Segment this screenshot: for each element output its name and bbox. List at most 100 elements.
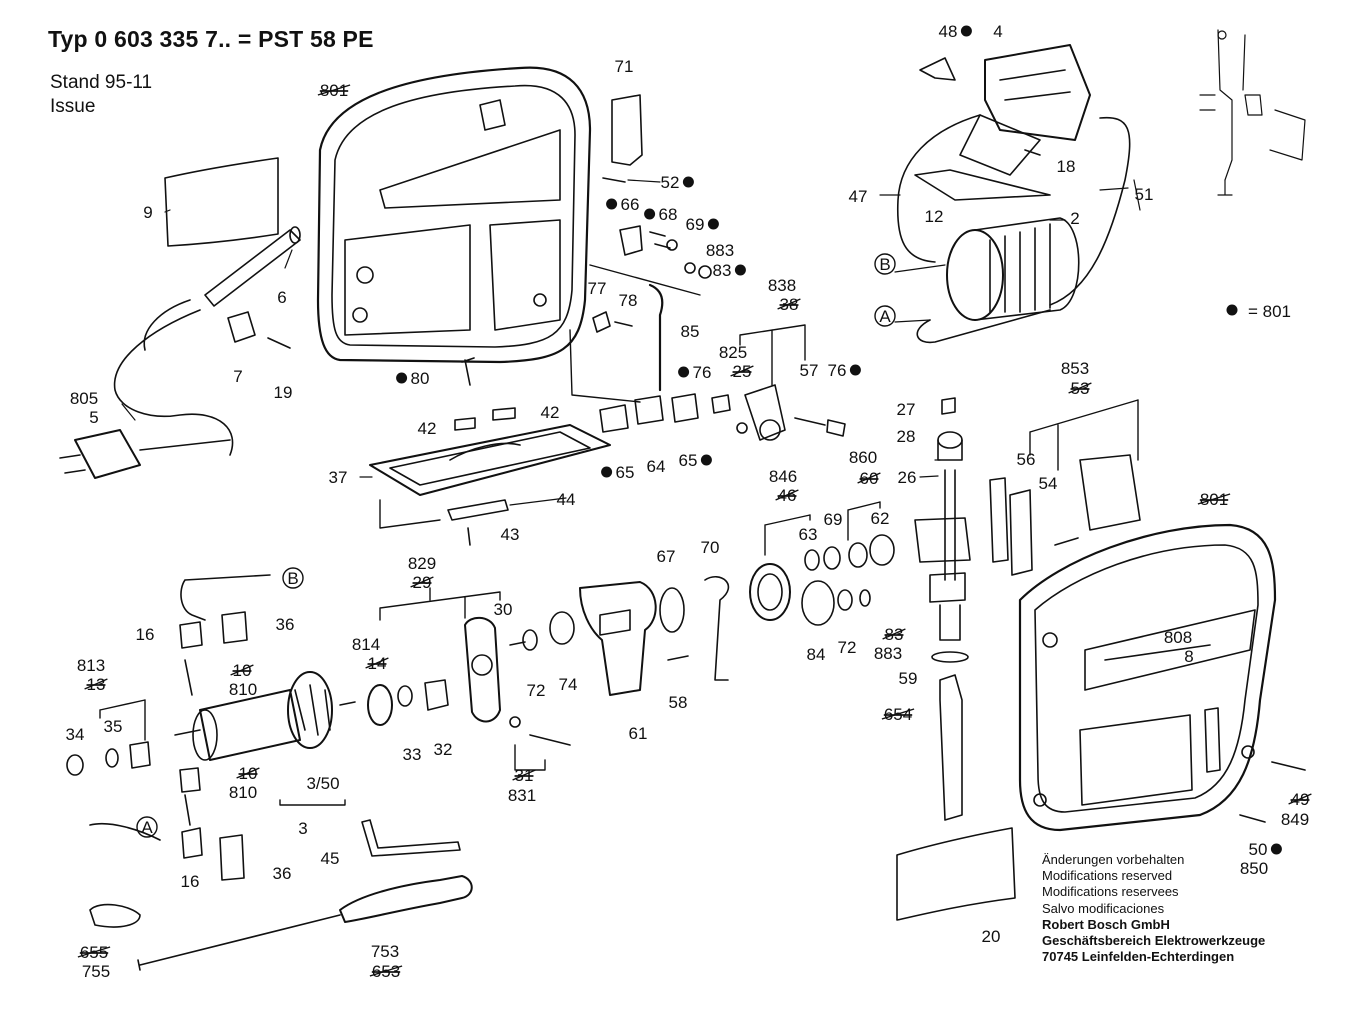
callout-653: 653 — [369, 962, 403, 981]
callout-number: 9 — [143, 203, 152, 222]
callout-860: 860 — [849, 448, 877, 467]
reference-circle — [874, 305, 896, 327]
callout-number: 45 — [321, 849, 340, 868]
callout-number: 860 — [849, 448, 877, 467]
armature-3 — [174, 671, 356, 761]
callout-69: 69 — [686, 215, 719, 234]
strike-mark — [84, 678, 108, 690]
callout-65: 65 — [601, 463, 634, 482]
callout-number: 18 — [1057, 157, 1076, 176]
callout-number: 43 — [501, 525, 520, 544]
guide-pieces — [599, 393, 699, 433]
callout-80: 80 — [396, 369, 429, 388]
callout-14: 14 — [365, 654, 389, 673]
callout-2: 2 — [1070, 209, 1079, 228]
callout-number: 37 — [329, 468, 348, 487]
callout-801: 801 — [317, 81, 351, 100]
callout-36: 36 — [276, 615, 295, 634]
wire-51 — [1049, 116, 1131, 306]
callout-805: 805 — [70, 389, 98, 408]
end-bearing-813 — [66, 741, 151, 776]
legend-dot — [1226, 304, 1238, 316]
switch-assembly — [914, 44, 1091, 201]
callout-number: 26 — [898, 468, 917, 487]
callout-number: 36 — [273, 864, 292, 883]
strike-mark — [730, 365, 754, 377]
callout-838: 838 — [768, 276, 796, 295]
callout-46: 46 — [775, 486, 799, 505]
callout-number: A — [879, 307, 891, 326]
strike-mark — [236, 767, 260, 779]
callout-755: 755 — [82, 962, 110, 981]
dot-marker — [678, 366, 690, 378]
callout-28: 28 — [897, 427, 916, 446]
callout-810: 810 — [229, 783, 257, 802]
callout-number: 72 — [527, 681, 546, 700]
callout-27: 27 — [897, 400, 916, 419]
callout-number: 76 — [693, 363, 712, 382]
strike-mark — [230, 664, 254, 676]
callout-number: 3/50 — [306, 774, 339, 793]
dot-marker — [1270, 843, 1282, 855]
pendulum-lever — [711, 384, 846, 441]
callout-number: 51 — [1135, 185, 1154, 204]
footer-company: Robert Bosch GmbH — [1042, 916, 1170, 932]
footer-line-1: Änderungen vorbehalten — [1042, 852, 1185, 867]
callout-number: 84 — [807, 645, 826, 664]
callout-number: 846 — [769, 467, 797, 486]
callout-number: 65 — [679, 451, 698, 470]
callout-number: 3 — [298, 819, 307, 838]
callout-number: 42 — [418, 419, 437, 438]
callout-number: 19 — [274, 383, 293, 402]
strike-mark — [317, 84, 351, 96]
callout-number: 6 — [277, 288, 286, 307]
callout-60: 60 — [857, 469, 881, 488]
callout-43: 43 — [501, 525, 520, 544]
dot-marker — [734, 264, 746, 276]
callout-number: 825 — [719, 343, 747, 362]
callout-70: 70 — [701, 538, 720, 557]
callout-number: 66 — [621, 195, 640, 214]
callout-B: B — [874, 253, 896, 275]
callout-number: 810 — [229, 680, 257, 699]
callout-number: 33 — [403, 745, 422, 764]
callout-808: 808 — [1164, 628, 1192, 647]
callout-883: 883 — [706, 241, 734, 260]
callout-4: 4 — [993, 22, 1002, 41]
callout-number: 61 — [629, 724, 648, 743]
callout-number: 20 — [982, 927, 1001, 946]
callout-number: 70 — [701, 538, 720, 557]
callout-62: 62 — [871, 509, 890, 528]
strike-mark — [857, 472, 881, 484]
callout-A: A — [874, 305, 896, 327]
dot-marker — [682, 176, 694, 188]
callout-83: 83 — [713, 261, 746, 280]
issue-label: Issue — [50, 96, 96, 117]
strike-mark — [369, 965, 403, 977]
wire-47 — [896, 114, 981, 263]
callout-number: 30 — [494, 600, 513, 619]
plate-71 — [611, 94, 643, 166]
dot-marker — [849, 364, 861, 376]
callout-56: 56 — [1017, 450, 1036, 469]
callout-number: 805 — [70, 389, 98, 408]
callout-850: 850 — [1240, 859, 1268, 878]
callout-number: 36 — [276, 615, 295, 634]
callout-829: 829 — [408, 554, 436, 573]
callout-number: 808 — [1164, 628, 1192, 647]
callout-32: 32 — [434, 740, 453, 759]
callout-3-50: 3/50 — [306, 774, 339, 793]
callout-number: 12 — [925, 207, 944, 226]
callout-10: 10 — [230, 661, 254, 680]
callout-number: 883 — [874, 644, 902, 663]
callout-18: 18 — [1057, 157, 1076, 176]
callout-number: 77 — [588, 279, 607, 298]
callout-45: 45 — [321, 849, 340, 868]
callout-number: 58 — [669, 693, 688, 712]
callout-A: A — [136, 816, 158, 838]
callout-47: 47 — [849, 187, 868, 206]
callout-9: 9 — [143, 203, 152, 222]
callout-51: 51 — [1135, 185, 1154, 204]
callout-5: 5 — [89, 408, 98, 427]
